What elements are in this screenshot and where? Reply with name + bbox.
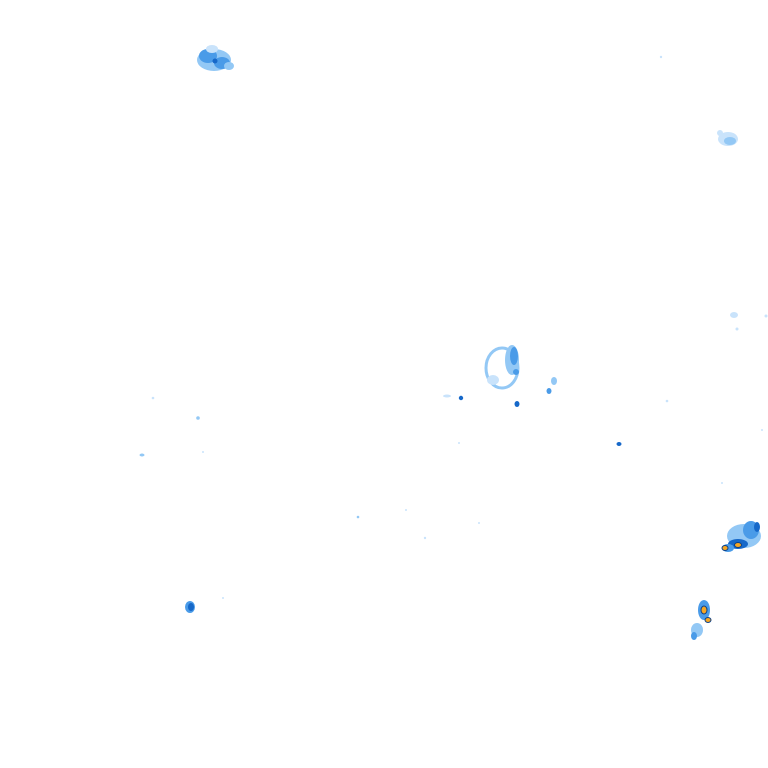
echo-specks-scattered bbox=[139, 55, 763, 599]
echo-cell-east-speck bbox=[730, 312, 768, 331]
echo-cell-central-ring bbox=[484, 345, 520, 390]
echo-cell-nw bbox=[197, 45, 234, 71]
echo-cell-central-west-dots bbox=[443, 394, 464, 401]
echo-cell-sw-dot bbox=[185, 601, 195, 613]
echo-cell-east-dot bbox=[616, 442, 622, 446]
echo-cell-ne-small bbox=[717, 130, 738, 146]
echo-cell-central-pair bbox=[546, 377, 557, 394]
echo-cell-se-lower bbox=[691, 600, 712, 640]
echo-cell-se-upper bbox=[721, 521, 761, 552]
echo-cell-central-dot-1 bbox=[514, 401, 520, 407]
